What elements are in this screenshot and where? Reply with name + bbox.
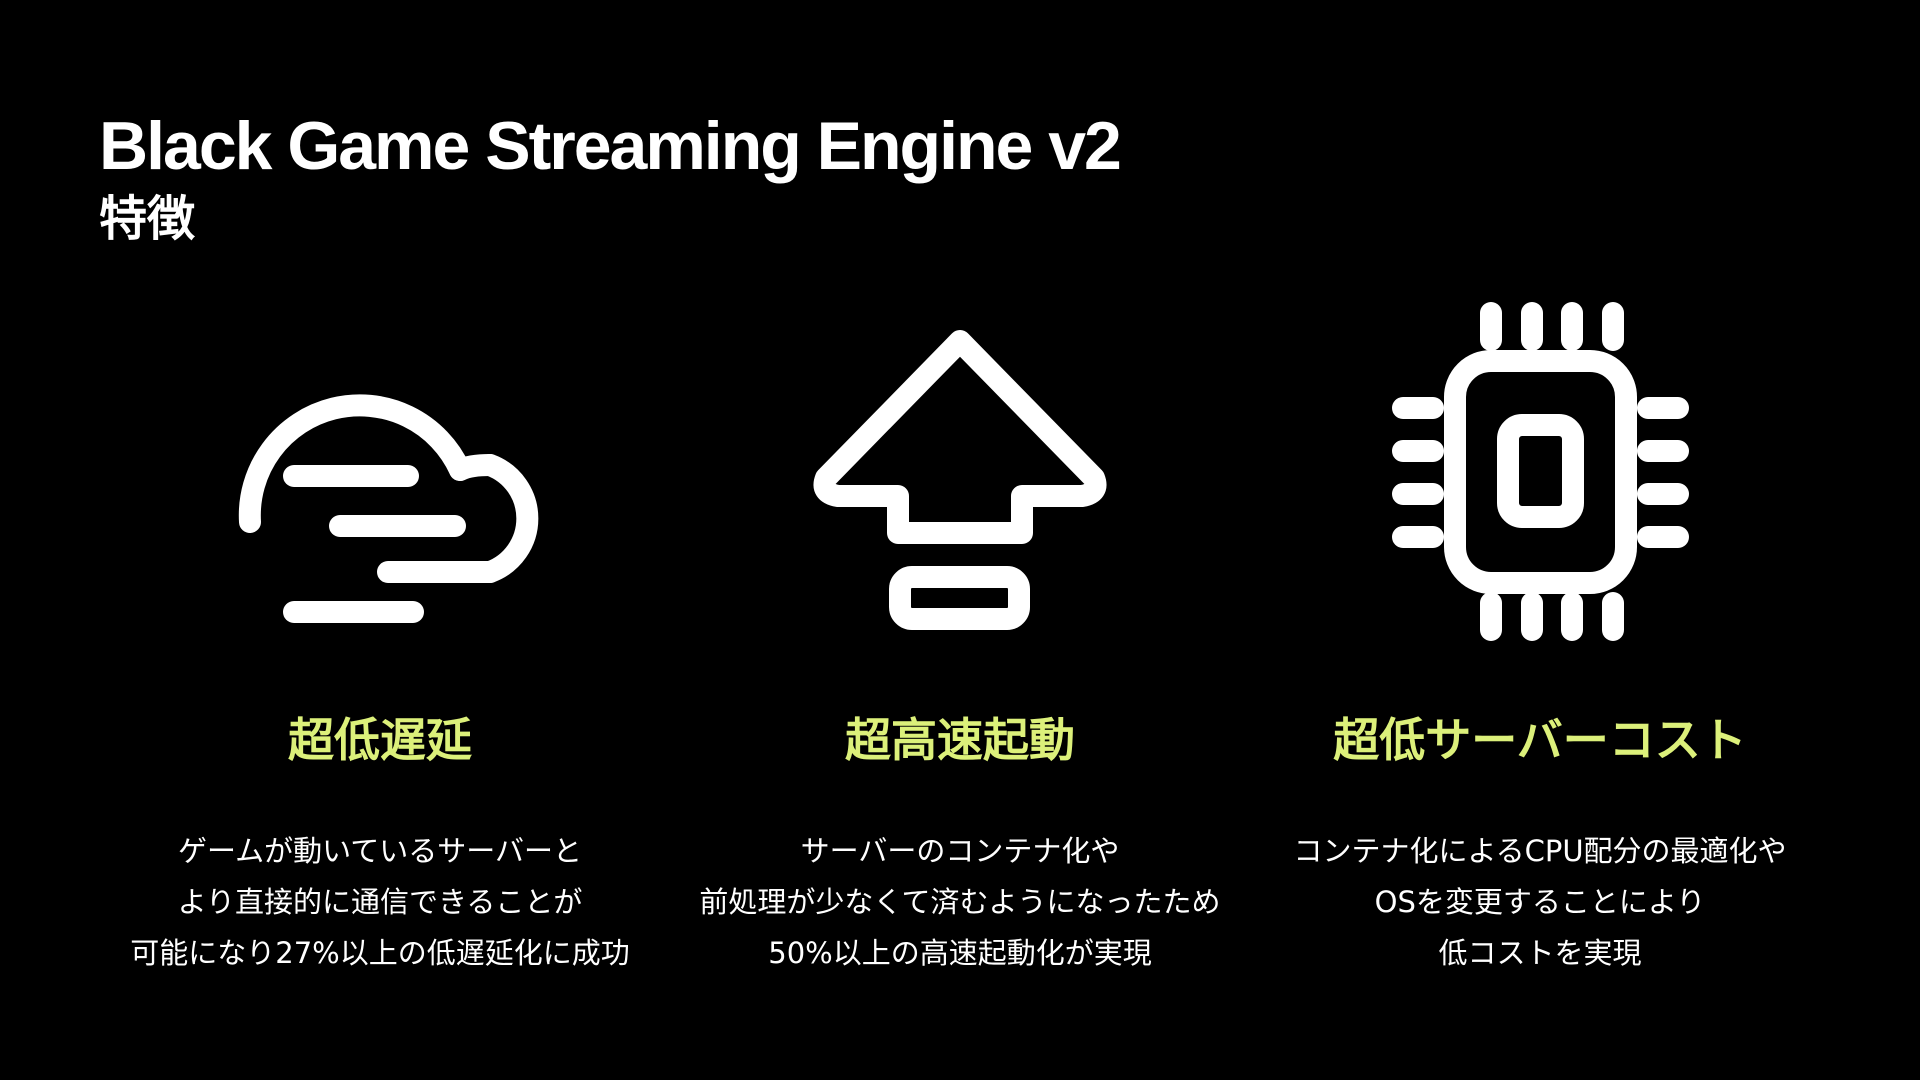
feature-low-latency: 超低遅延 ゲームが動いているサーバーと より直接的に通信できることが 可能になり… xyxy=(90,0,670,1080)
feature-title: 超低遅延 xyxy=(288,713,472,767)
description-line: 50%以上の高速起動化が実現 xyxy=(768,936,1152,970)
slide-subtitle: 特徴 xyxy=(99,191,196,247)
description-line: コンテナ化によるCPU配分の最適化や xyxy=(1293,834,1787,868)
arrow-up-icon xyxy=(813,330,1107,630)
description-line: 前処理が少なくて済むようになったため xyxy=(699,885,1221,919)
slide-title: Black Game Streaming Engine v2 xyxy=(99,108,1122,184)
cloud-wind-icon xyxy=(238,394,539,623)
description-line: ゲームが動いているサーバーと xyxy=(178,834,582,868)
feature-fast-startup: 超高速起動 サーバーのコンテナ化や 前処理が少なくて済むようになったため 50%… xyxy=(670,0,1250,1080)
description-line: 低コストを実現 xyxy=(1438,936,1642,970)
feature-low-server-cost: 超低サーバーコスト コンテナ化によるCPU配分の最適化や OSを変更することによ… xyxy=(1250,0,1830,1080)
description-line: サーバーのコンテナ化や xyxy=(800,834,1120,868)
feature-title: 超低サーバーコスト xyxy=(1333,713,1747,767)
description-line: より直接的に通信できることが xyxy=(177,885,583,919)
feature-description: コンテナ化によるCPU配分の最適化や OSを変更することにより 低コストを実現 xyxy=(1250,826,1830,979)
feature-description: サーバーのコンテナ化や 前処理が少なくて済むようになったため 50%以上の高速起… xyxy=(670,826,1250,979)
description-line: OSを変更することにより xyxy=(1374,885,1706,919)
feature-description: ゲームが動いているサーバーと より直接的に通信できることが 可能になり27%以上… xyxy=(90,826,670,979)
feature-title: 超高速起動 xyxy=(845,713,1075,767)
description-line: 可能になり27%以上の低遅延化に成功 xyxy=(130,936,630,970)
cpu-chip-icon xyxy=(1392,302,1689,641)
